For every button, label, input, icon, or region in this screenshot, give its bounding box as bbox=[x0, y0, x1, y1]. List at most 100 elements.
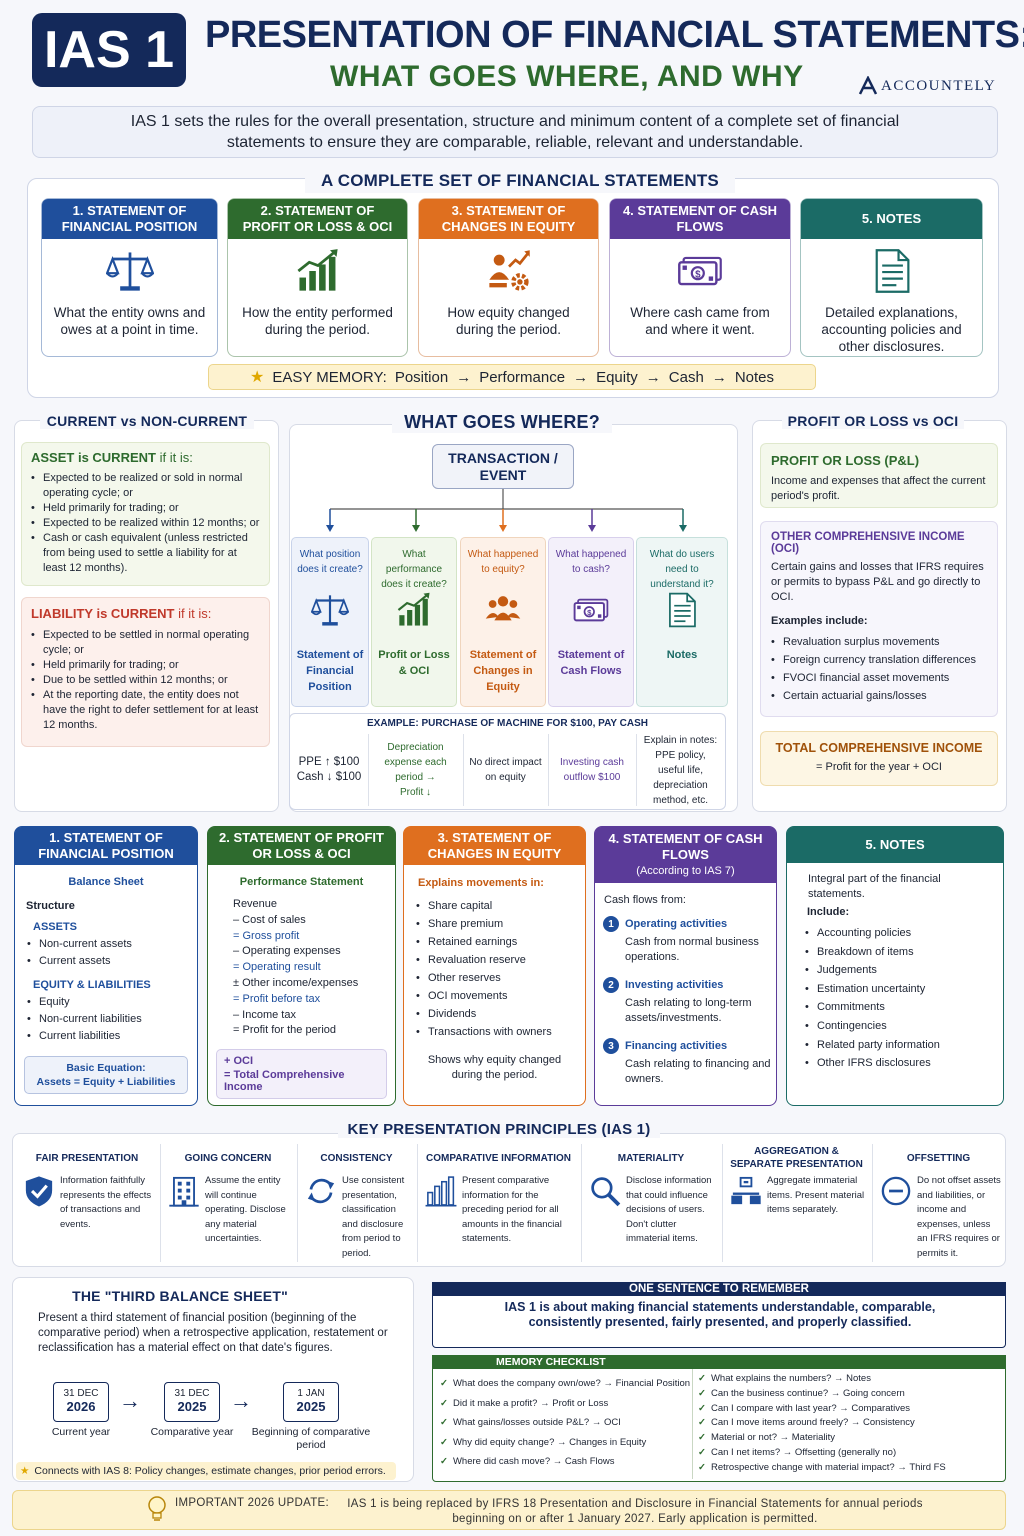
list-item: Due to be settled within 12 months; or bbox=[31, 673, 260, 688]
principle-desc: Assume the entity will continue operatin… bbox=[205, 1175, 286, 1244]
arrow-right-icon: → bbox=[230, 1388, 252, 1413]
lightbulb-icon bbox=[146, 1495, 168, 1523]
list-item: Equity bbox=[27, 994, 197, 1011]
checklist-item: ✓Can I move items around freely? → Consi… bbox=[698, 1417, 915, 1429]
oci-box: OTHER COMPREHENSIVE INCOME (OCI) Certain… bbox=[760, 521, 998, 717]
sentence-text: IAS 1 is about making financial statemen… bbox=[504, 1300, 936, 1329]
oci-line: + OCI bbox=[224, 1055, 254, 1068]
principle-desc: Aggregate immaterial items. Present mate… bbox=[767, 1175, 865, 1215]
principles-title: KEY PRESENTATION PRINCIPLES (IAS 1) bbox=[338, 1121, 660, 1138]
checklist-text: Why did equity change? → Changes in Equi… bbox=[452, 1436, 647, 1448]
detail-notes-header: 5. NOTES bbox=[787, 827, 1003, 863]
list-item: Expected to be realized within 12 months… bbox=[31, 516, 260, 531]
principle: OFFSETTING Do not offset assets and liab… bbox=[872, 1144, 1004, 1262]
checklist-text: Material or not? → Materiality bbox=[710, 1432, 836, 1444]
update-text: IAS 1 is being replaced by IFRS 18 Prese… bbox=[347, 1498, 923, 1525]
el-list: Equity Non-current liabilities Current l… bbox=[27, 994, 197, 1045]
checklist-item: ✓Can the business continue? → Going conc… bbox=[698, 1388, 905, 1400]
compare-chart-icon bbox=[424, 1174, 458, 1208]
check-icon: ✓ bbox=[440, 1456, 448, 1467]
check-icon: ✓ bbox=[698, 1432, 706, 1444]
sentence-title: ONE SENTENCE TO REMEMBER bbox=[432, 1282, 1006, 1296]
where-branch: What position does it create? Statement … bbox=[291, 537, 369, 707]
activity-desc: Cash relating to long-term assets/invest… bbox=[625, 997, 752, 1024]
pl-box: PROFIT OR LOSS (P&L) Income and expenses… bbox=[760, 443, 998, 508]
arrow-icon: → bbox=[573, 368, 589, 386]
checklist-item: ✓ Material or not? → Materiality bbox=[698, 1432, 835, 1444]
document-icon bbox=[801, 247, 982, 295]
branch-answer: Statement of Cash Flows bbox=[557, 649, 625, 677]
list-item: Retained earnings bbox=[416, 933, 585, 951]
principle: CONSISTENCY Use consistent presentation,… bbox=[297, 1144, 415, 1262]
brand-name: ACCOUNTELY bbox=[881, 77, 997, 94]
example-cell: Explain in notes: PPE policy, useful lif… bbox=[636, 734, 724, 806]
checklist-text: What does the company own/owe? → Financi… bbox=[452, 1378, 691, 1389]
check-icon: ✓ bbox=[698, 1461, 706, 1473]
fs-card-title: 4. STATEMENT OF CASH FLOWS bbox=[610, 199, 790, 239]
oci-head: OTHER COMPREHENSIVE INCOME (OCI) bbox=[771, 531, 965, 555]
people-icon bbox=[461, 591, 545, 629]
minus-circle-icon bbox=[879, 1174, 913, 1208]
checklist-text: What explains the numbers? → Notes bbox=[710, 1373, 871, 1384]
magnifier-icon bbox=[588, 1174, 622, 1208]
arrow-icon: → bbox=[711, 368, 727, 386]
detail-scf-header: 4. STATEMENT OF CASH FLOWS (According to… bbox=[595, 827, 776, 883]
fs-card-title: 2. STATEMENT OF PROFIT OR LOSS & OCI bbox=[228, 199, 407, 239]
notes-list: Accounting policies Breakdown of items J… bbox=[805, 924, 1003, 1073]
fs-card: 2. STATEMENT OF PROFIT OR LOSS & OCI How… bbox=[227, 198, 408, 357]
list-item: Held primarily for trading; or bbox=[31, 501, 260, 516]
principle: COMPARATIVE INFORMATION Present comparat… bbox=[417, 1144, 579, 1262]
fs-card: 5. NOTES Detailed explanations, accounti… bbox=[800, 198, 983, 357]
check-icon: ✓ bbox=[698, 1373, 706, 1384]
memory-item: Position bbox=[394, 368, 449, 386]
detail-pl-header: 2. STATEMENT OF PROFIT OR LOSS & OCI bbox=[208, 827, 395, 865]
pl-line: – Operating expenses bbox=[233, 945, 341, 958]
principle-title: MATERIALITY bbox=[617, 1152, 685, 1164]
where-branch: What performance does it create? Profit … bbox=[371, 537, 457, 707]
where-branch: What happened to equity? Statement of Ch… bbox=[460, 537, 546, 707]
equation-text: Assets = Equity + Liabilities bbox=[36, 1076, 176, 1088]
principles-panel bbox=[12, 1133, 1006, 1267]
date-label: Comparative year bbox=[150, 1426, 234, 1438]
detail-sce-card: 3. STATEMENT OF CHANGES IN EQUITY Explai… bbox=[403, 826, 586, 1106]
asset-criteria-list: Expected to be realized or sold in norma… bbox=[31, 471, 260, 576]
list-item: Dividends bbox=[416, 1005, 585, 1023]
branch-question: What position does it create? bbox=[297, 549, 363, 575]
branch-question: What performance does it create? bbox=[381, 549, 447, 590]
arrow-icon: → bbox=[645, 368, 661, 386]
third-bs-desc: Present a third statement of financial p… bbox=[38, 1312, 388, 1354]
oci-desc: Certain gains and losses that IFRS requi… bbox=[771, 561, 984, 603]
principle-title: COMPARATIVE INFORMATION bbox=[426, 1152, 571, 1164]
principle-title: AGGREGATION & SEPARATE PRESENTATION bbox=[730, 1146, 863, 1170]
date-label: Beginning of comparative period bbox=[251, 1426, 371, 1451]
memory-item: Performance bbox=[479, 368, 566, 386]
branch-answer: Statement of Financial Position bbox=[296, 649, 364, 693]
structure-label: Structure bbox=[26, 900, 75, 912]
checklist-title: MEMORY CHECKLIST bbox=[432, 1355, 1006, 1369]
notes-intro: Integral part of the financial statement… bbox=[808, 873, 941, 900]
checklist-divider bbox=[692, 1369, 693, 1479]
third-bs-panel bbox=[12, 1277, 414, 1482]
detail-scf-title2: (According to IAS 7) bbox=[636, 865, 735, 877]
checklist-item: ✓Can I net items? → Offsetting (generall… bbox=[698, 1447, 896, 1459]
pl-oci-title: PROFIT OR LOSS vs OCI bbox=[782, 413, 964, 429]
list-item: Contingencies bbox=[805, 1017, 1003, 1036]
liability-criteria-list: Expected to be settled in normal operati… bbox=[31, 628, 260, 733]
fs-card-desc: Detailed explanations, accounting polici… bbox=[821, 305, 962, 354]
what-goes-where-title: WHAT GOES WHERE? bbox=[392, 412, 612, 433]
tci-desc: = Profit for the year + OCI bbox=[816, 761, 942, 773]
memory-item: Cash bbox=[668, 368, 704, 386]
pl-head: PROFIT OR LOSS (P&L) bbox=[771, 453, 920, 468]
fs-card: 1. STATEMENT OF FINANCIAL POSITION What … bbox=[41, 198, 218, 357]
branch-answer: Notes bbox=[666, 649, 698, 661]
list-item: Expected to be realized or sold in norma… bbox=[31, 471, 260, 501]
branch-answer: Statement of Changes in Equity bbox=[469, 649, 537, 693]
scales-icon bbox=[292, 591, 368, 629]
list-item: Held primarily for trading; or bbox=[31, 658, 260, 673]
principle-desc: Disclose information that could influenc… bbox=[626, 1175, 712, 1244]
detail-sfp-sub: Balance Sheet bbox=[68, 876, 144, 888]
principle-desc: Do not offset assets and liabilities, or… bbox=[917, 1175, 1001, 1259]
checklist-text: Retrospective change with material impac… bbox=[710, 1461, 946, 1473]
branch-question: What happened to cash? bbox=[555, 549, 627, 575]
